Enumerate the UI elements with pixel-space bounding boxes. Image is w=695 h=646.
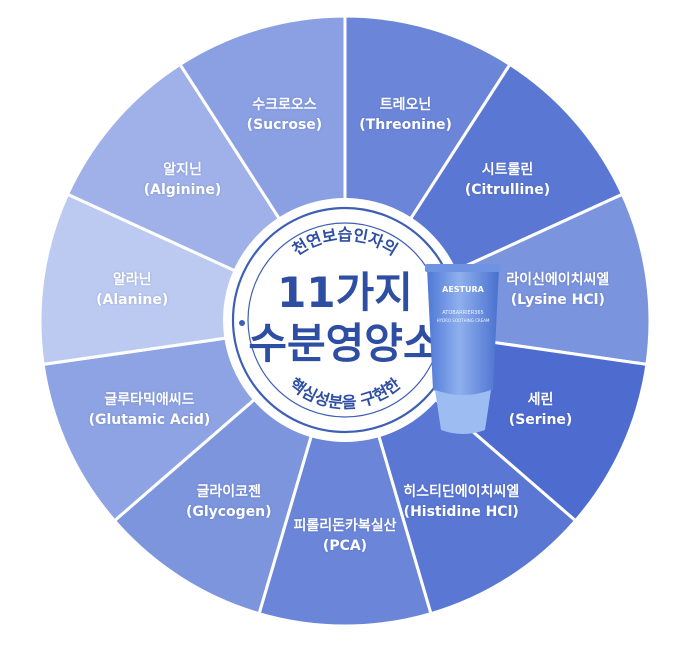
product-desc: HYDRO SOOTHING CREAM — [437, 318, 490, 323]
segment-name-en: (Sucrose) — [246, 116, 323, 133]
segment-name-ko: 알지닌 — [163, 162, 202, 179]
segment-name-en: (Glutamic Acid) — [88, 412, 211, 429]
segment-name-en: (Alginine) — [143, 182, 222, 199]
segment-name-en: (Serine) — [508, 412, 573, 429]
badge-headline-nutrients: 수분영양소 — [248, 319, 441, 368]
segment-label: 트레오닌 (Threonine) — [359, 95, 452, 135]
badge-headline-count: 11가지 — [277, 268, 413, 317]
segment-label: 시트룰린 (Citrulline) — [465, 160, 550, 200]
segment-name-ko: 글루타믹애씨드 — [104, 392, 195, 409]
segment-name-ko: 수크로오스 — [252, 96, 317, 113]
product-line: ATOBARRIER365 — [442, 310, 483, 316]
segment-name-en: (Alanine) — [96, 292, 169, 309]
segment-name-ko: 세린 — [527, 392, 554, 409]
segment-label: 알라닌 (Alanine) — [96, 270, 168, 310]
segment-label: 피롤리돈카복실산 (PCA) — [293, 516, 396, 556]
segment-label: 글루타믹애씨드 (Glutamic Acid) — [89, 390, 211, 430]
segment-name-ko: 글라이코젠 — [196, 483, 261, 500]
segment-label: 히스티딘에이치씨엘 (Histidine HCl) — [403, 482, 519, 522]
segment-name-en: (Histidine HCl) — [403, 503, 519, 520]
segment-name-ko: 라이신에이치씨엘 — [506, 272, 610, 289]
segment-name-en: (Citrulline) — [464, 182, 551, 199]
segment-label: 세린 (Serine) — [509, 390, 573, 430]
segment-name-en: (Glycogen) — [185, 503, 272, 520]
segment-name-ko: 히스티딘에이치씨엘 — [403, 483, 520, 500]
center-badge: 천연보습인자의 핵심성분을 구현한 11가지 수분영양소 — [223, 198, 467, 442]
segment-label: 수크로오스 (Sucrose) — [247, 95, 323, 135]
segment-label: 글라이코젠 (Glycogen) — [186, 482, 272, 522]
segment-name-en: (PCA) — [322, 538, 368, 554]
segment-label: 라이신에이치씨엘 (Lysine HCl) — [506, 270, 609, 310]
product-brand: AESTURA — [442, 285, 485, 294]
segment-name-en: (Threonine) — [359, 116, 452, 133]
segment-name-ko: 시트룰린 — [481, 162, 534, 179]
segment-name-ko: 피롤리돈카복실산 — [293, 518, 397, 534]
segment-name-en: (Lysine HCl) — [510, 292, 605, 309]
segment-name-ko: 알라닌 — [112, 272, 152, 289]
product-tube-image: AESTURA ATOBARRIER365 HYDRO SOOTHING CRE… — [425, 264, 501, 434]
segment-name-ko: 트레오닌 — [379, 96, 432, 113]
segment-label: 알지닌 (Alginine) — [144, 160, 221, 200]
